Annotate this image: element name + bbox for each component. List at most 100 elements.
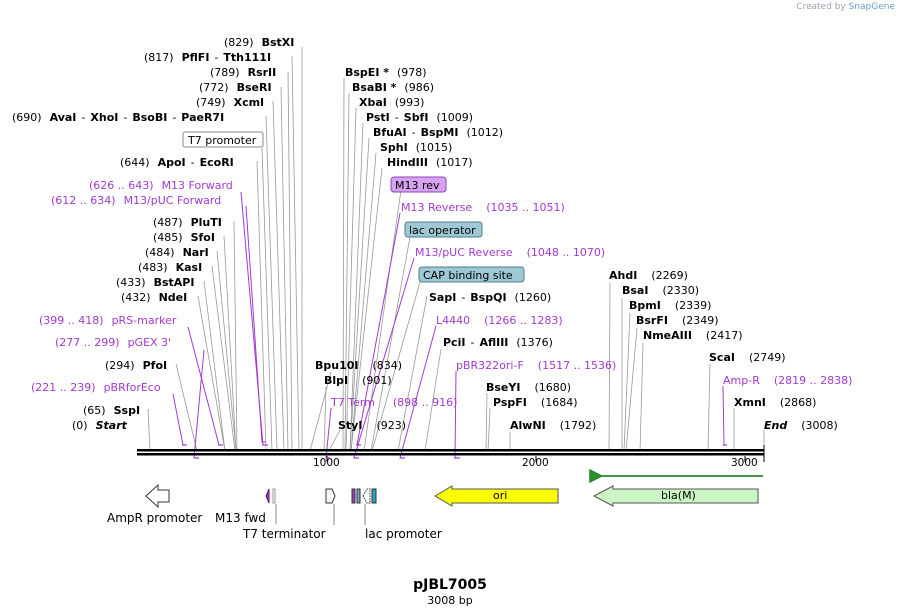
site-name: BsaBI * — [352, 81, 397, 94]
svg-text:pBR322ori-F(1517 .. 1536): pBR322ori-F (1517 .. 1536) — [456, 359, 616, 372]
primer-range: (399 .. 418) — [39, 314, 104, 327]
site-pos: (2339) — [675, 299, 712, 312]
site-pos: (433) — [116, 276, 146, 289]
ampr-promoter-label: AmpR promoter — [107, 511, 202, 525]
primer-range: (221 .. 239) — [31, 381, 96, 394]
svg-text:PspFI(1684): PspFI(1684) — [493, 396, 577, 409]
svg-text:(829)BstXI: (829)BstXI — [224, 36, 294, 49]
site-pos: (484) — [145, 246, 175, 259]
svg-text:M13 Reverse(1035 .. 1051): M13 Reverse(1035 .. 1051) — [401, 201, 565, 214]
feature-labels: AmpR promoter M13 fwd T7 terminator lac … — [107, 511, 442, 541]
axis-tick-3000: 3000 — [731, 457, 758, 469]
site-name: PstI — [366, 111, 390, 124]
site-labels: (829)BstXI (817)PflFI-Tth111I (789)RsrII… — [12, 36, 838, 432]
primer-marks — [182, 444, 727, 459]
t7-promoter-label: T7 promoter — [187, 134, 257, 147]
cap-binding-site-label: CAP binding site — [423, 269, 513, 282]
site-name: AlwNI — [510, 419, 546, 432]
site-name: Start — [96, 419, 128, 432]
site-name: AvaI — [50, 111, 77, 124]
axis-tick-1000: 1000 — [313, 457, 340, 469]
site-name: BsrFI — [636, 314, 668, 327]
svg-text:(485)SfoI: (485)SfoI — [153, 231, 215, 244]
svg-text:(487)PluTI: (487)PluTI — [153, 216, 222, 229]
site-pos: (986) — [404, 81, 434, 94]
site-name: SapI — [429, 291, 456, 304]
feature-track: ori bla(M) — [145, 483, 759, 509]
svg-text:(484)NarI: (484)NarI — [145, 246, 209, 259]
svg-text:Bpu10I(834): Bpu10I(834) — [315, 359, 402, 372]
site-name: SbfI — [404, 111, 429, 124]
ampr-promoter-arrow — [145, 483, 170, 509]
primer-labels: (626 .. 643)M13 Forward (612 .. 634)M13/… — [31, 179, 852, 409]
svg-text:AhdI(2269): AhdI(2269) — [609, 269, 688, 282]
axis-tick-2000: 2000 — [522, 457, 549, 469]
site-pos: (1015) — [416, 141, 453, 154]
svg-text:(65)SspI: (65)SspI — [83, 404, 140, 417]
svg-text:AlwNI(1792): AlwNI(1792) — [510, 419, 596, 432]
cap-site-block — [371, 488, 377, 504]
site-pos: (1260) — [515, 291, 552, 304]
site-name: BspEI * — [345, 66, 389, 79]
primer-name: M13/pUC Reverse — [415, 246, 513, 259]
primer-name: pRS-marker — [112, 314, 177, 327]
site-pos: (432) — [121, 291, 151, 304]
primer-range: (898 .. 916) — [393, 396, 458, 409]
primer-name: Amp-R — [723, 374, 760, 387]
lac-operator-block — [356, 488, 361, 504]
svg-text:PciI-AflIII(1376): PciI-AflIII(1376) — [443, 336, 553, 349]
backbone: 1000 2000 3000 — [137, 445, 765, 469]
site-pos: (923) — [376, 419, 406, 432]
primer-range: (1517 .. 1536) — [538, 359, 617, 372]
svg-text:PstI-SbfI(1009): PstI-SbfI(1009) — [366, 111, 473, 124]
site-pos: (644) — [120, 156, 150, 169]
svg-text:(749)XcmI: (749)XcmI — [196, 96, 264, 109]
t7-terminator-arrow — [325, 488, 336, 504]
site-pos: (483) — [138, 261, 168, 274]
svg-text:ScaI(2749): ScaI (2749) — [709, 351, 786, 364]
snapgene-brand: SnapGene — [848, 2, 895, 12]
site-pos: (690) — [12, 111, 42, 124]
svg-text:BsaI(2330): BsaI (2330) — [622, 284, 699, 297]
svg-text:(221 .. 239)pBRforEco: (221 .. 239)pBRforEco — [31, 381, 161, 394]
site-pos: (1012) — [466, 126, 503, 139]
svg-text:(612 .. 634)M13/pUC Forward: (612 .. 634)M13/pUC Forward — [51, 194, 221, 207]
m13-fwd-arrow — [265, 488, 270, 504]
primer-range: (2819 .. 2838) — [774, 374, 853, 387]
plasmid-size: 3008 bp — [427, 594, 472, 607]
site-pos: (2330) — [662, 284, 699, 297]
site-pos: (993) — [395, 96, 425, 109]
site-pos: (2749) — [749, 351, 786, 364]
svg-text:L4440(1266 .. 1283): L4440(1266 .. 1283) — [436, 314, 563, 327]
m13-fwd-spacer — [272, 488, 276, 504]
site-name: XcmI — [234, 96, 265, 109]
svg-text:SapI-BspQI(1260): SapI-BspQI(1260) — [429, 291, 551, 304]
ori-label: ori — [493, 489, 507, 502]
site-name: ScaI — [709, 351, 735, 364]
primer-name: L4440 — [436, 314, 470, 327]
site-name: AflIII — [479, 336, 508, 349]
site-pos: (1684) — [541, 396, 578, 409]
m13-rev-label: M13 rev — [395, 179, 440, 192]
site-name: XmnI — [734, 396, 766, 409]
site-pos: (0) — [72, 419, 88, 432]
svg-text:(432)NdeI: (432)NdeI — [121, 291, 187, 304]
site-name: BsaI — [622, 284, 648, 297]
m13-rev-block — [351, 488, 356, 504]
site-pos: (65) — [83, 404, 106, 417]
svg-text:BsrFI(2349): BsrFI(2349) — [636, 314, 719, 327]
site-name: BstAPI — [154, 276, 195, 289]
site-name: XhoI — [90, 111, 118, 124]
ori-feature-arrow — [434, 485, 559, 507]
primer-range: (1048 .. 1070) — [527, 246, 606, 259]
site-name: SphI — [380, 141, 408, 154]
site-pos: (3008) — [801, 419, 838, 432]
primer-name: pBR322ori-F — [456, 359, 524, 372]
site-name: AhdI — [609, 269, 637, 282]
site-name: BspMI — [421, 126, 459, 139]
svg-text:SphI(1015): SphI (1015) — [380, 141, 452, 154]
site-pos: (829) — [224, 36, 254, 49]
lac-promoter-label: lac promoter — [365, 527, 442, 541]
site-name: PflFI — [182, 51, 210, 64]
svg-text:(277 .. 299)pGEX 3': (277 .. 299)pGEX 3' — [55, 336, 171, 349]
